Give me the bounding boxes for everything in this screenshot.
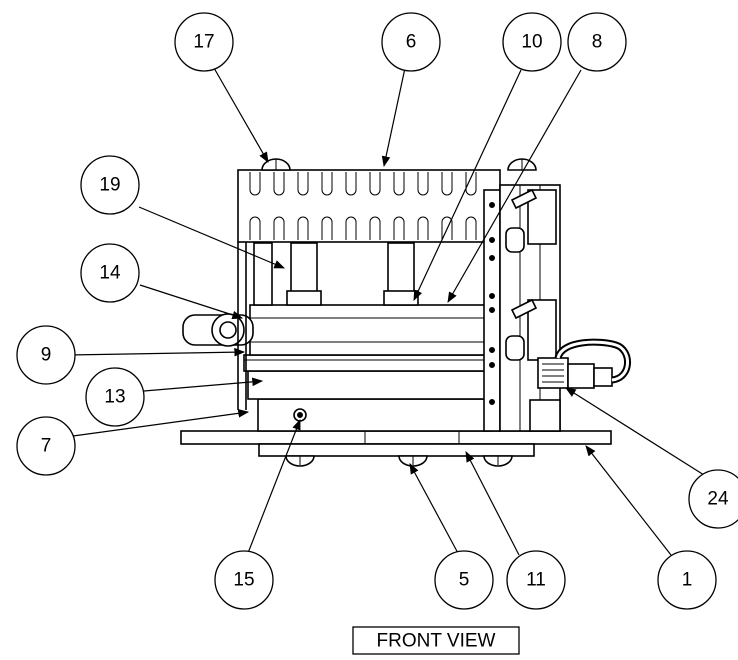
slotted-cage	[237, 169, 501, 243]
callout-10: 10	[502, 12, 562, 72]
callout-24: 24	[688, 469, 738, 529]
callout-label: 15	[233, 570, 254, 591]
callout-13: 13	[85, 367, 145, 427]
callout-6: 6	[381, 12, 441, 72]
assembly	[180, 158, 631, 467]
callout-5: 5	[434, 550, 494, 610]
standoff	[290, 242, 318, 294]
lower-block	[257, 398, 491, 432]
callout-label: 13	[104, 387, 125, 408]
leader-lines	[67, 67, 705, 556]
rivets	[489, 202, 495, 405]
callout-label: 5	[459, 570, 470, 591]
standoff	[387, 242, 415, 294]
base-bar	[258, 443, 535, 457]
callout-9: 9	[16, 325, 76, 385]
callout-17: 17	[174, 12, 234, 72]
callout-label: 1	[682, 570, 693, 591]
callout-label: 19	[99, 175, 120, 196]
callout-19: 19	[80, 155, 140, 215]
callout-label: 14	[99, 263, 121, 284]
callout-label: 6	[406, 32, 417, 53]
connector	[537, 357, 569, 389]
callout-label: 17	[193, 32, 214, 53]
callout-label: 11	[526, 570, 546, 591]
callout-15: 15	[214, 550, 274, 610]
callout-7: 7	[16, 416, 76, 476]
plate-13	[247, 370, 491, 400]
callout-label: 8	[592, 32, 603, 53]
base-plate	[180, 430, 612, 445]
callout-1: 1	[657, 550, 717, 610]
callout-14: 14	[80, 243, 140, 303]
plate-9	[243, 354, 491, 372]
view-caption: FRONT VIEW	[352, 626, 520, 655]
callout-label: 7	[41, 436, 52, 457]
callout-8: 8	[567, 12, 627, 72]
plate-8	[249, 304, 491, 356]
callout-11: 11	[506, 550, 566, 610]
callout-label: 9	[41, 345, 52, 366]
cage-slots	[249, 172, 477, 240]
view-title: FRONT VIEW	[377, 631, 496, 652]
callout-label: 24	[707, 489, 729, 510]
callout-label: 10	[521, 32, 542, 53]
